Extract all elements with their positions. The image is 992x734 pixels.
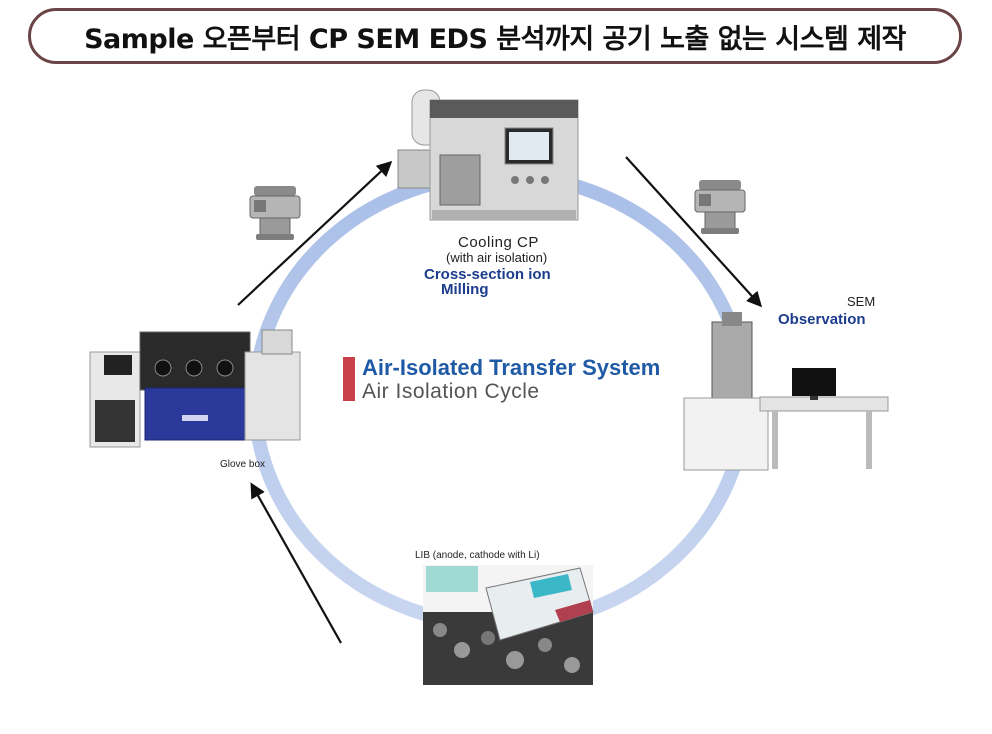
center-subheading: Air Isolation Cycle (362, 380, 540, 403)
page-title: Sample 오픈부터 CP SEM EDS 분석까지 공기 노출 없는 시스템… (84, 23, 906, 55)
transfer-vessel-icon (694, 180, 746, 234)
cross-section-label: Cross-section ion (424, 266, 551, 283)
sem-label: SEM (847, 294, 876, 309)
title-banner: Sample 오픈부터 CP SEM EDS 분석까지 공기 노출 없는 시스템… (28, 8, 962, 64)
transfer-vessel-icon (249, 186, 301, 240)
cooling-cp-label: Cooling CP (458, 234, 539, 251)
center-heading: Air-Isolated Transfer System (362, 355, 661, 380)
observation-label: Observation (778, 311, 866, 328)
arrow-cp-to-sem (625, 156, 763, 308)
accent-bar (343, 357, 355, 401)
glove-box-label: Glove box (220, 459, 266, 470)
cooling-cp-machine-image (397, 89, 579, 221)
milling-label: Milling (441, 281, 489, 298)
lib-label: LIB (anode, cathode with Li) (415, 550, 540, 561)
lib-battery-image (423, 565, 594, 685)
glove-box-image (89, 329, 301, 448)
cooling-cp-sublabel: (with air isolation) (446, 250, 548, 265)
arrow-glovebox-to-cp (237, 160, 393, 306)
sem-station-image (683, 312, 889, 471)
arrow-lib-to-glovebox (250, 482, 342, 644)
